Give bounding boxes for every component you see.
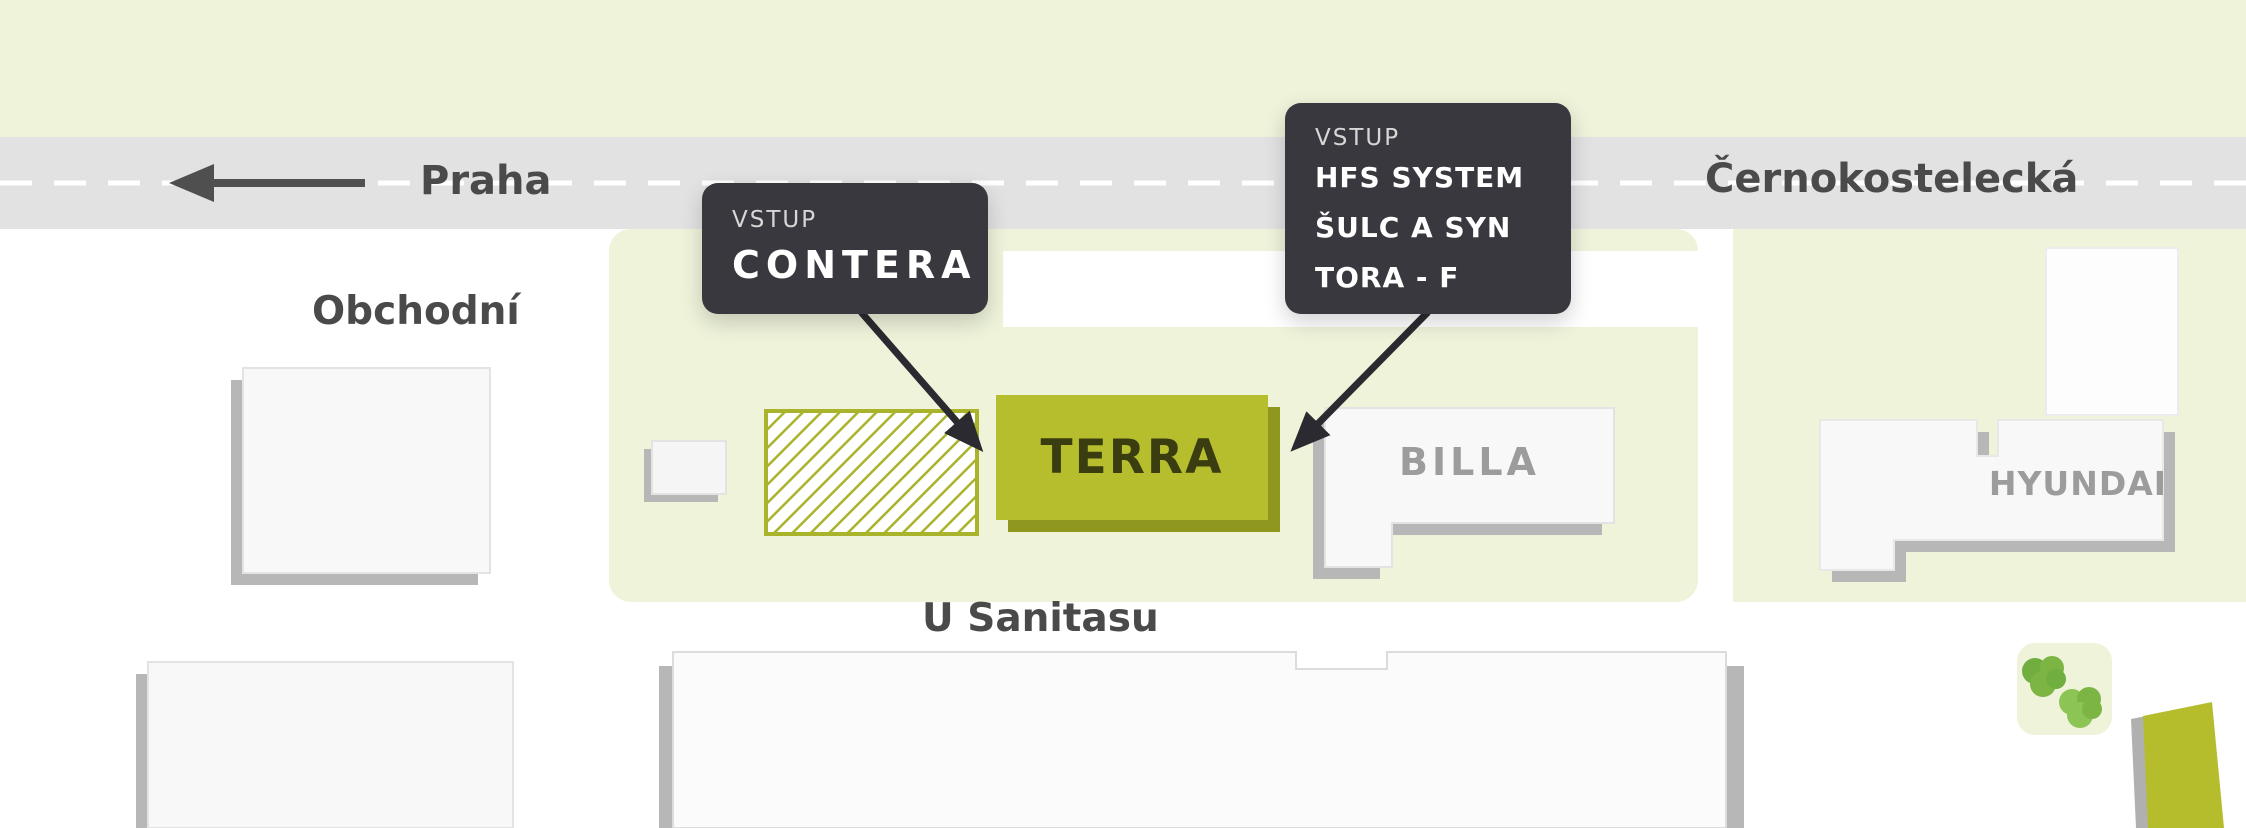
building-label-hyundai: HYUNDAI xyxy=(1988,464,2168,503)
building-billa xyxy=(1324,407,1615,568)
callout-arrow-tenants-icon xyxy=(1290,309,1431,452)
contera-logo: CONTERA xyxy=(732,243,977,287)
callout-arrow-contera-icon xyxy=(858,309,984,453)
tree-icon xyxy=(2022,656,2066,697)
main-road xyxy=(0,137,2246,229)
planned-building-hatched xyxy=(764,409,979,536)
corner-building xyxy=(2143,702,2224,828)
street-label-obchodni: Obchodní xyxy=(312,289,520,334)
callout-tenants-kicker: VSTUP xyxy=(1315,125,1401,151)
callout-contera: VSTUP CONTERA xyxy=(702,183,988,314)
callout-tenants: VSTUP HFS SYSTEM ŠULC A SYN TORA - F xyxy=(1285,103,1571,314)
northeast-building xyxy=(2045,247,2179,416)
tree-icon xyxy=(2059,687,2102,728)
building-label-billa: BILLA xyxy=(1399,440,1540,484)
tenant-name: TORA - F xyxy=(1315,260,1460,294)
praha-direction-arrow-icon xyxy=(169,164,365,202)
south-building-shadow-right xyxy=(1726,666,1744,828)
street-label-cernokostelecka: Černokostelecká xyxy=(1705,156,2079,202)
building-label-terra: TERRA xyxy=(1040,430,1224,485)
north-verge xyxy=(0,0,2246,137)
small-building xyxy=(651,440,727,495)
street-label-u-sanitasu: U Sanitasu xyxy=(922,596,1159,641)
west-building-b xyxy=(147,661,514,828)
building-hyundai xyxy=(1819,419,2164,571)
tenant-name: ŠULC A SYN xyxy=(1315,210,1512,244)
west-building-a xyxy=(242,367,491,574)
street-label-praha: Praha xyxy=(420,158,552,204)
building-terra xyxy=(996,395,1268,520)
callout-contera-kicker: VSTUP xyxy=(732,207,818,233)
tenant-name: HFS SYSTEM xyxy=(1315,161,1525,194)
south-building xyxy=(672,651,1727,828)
